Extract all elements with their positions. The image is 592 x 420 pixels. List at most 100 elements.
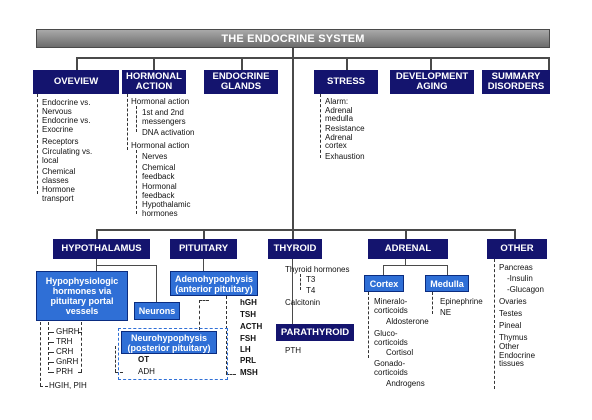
connector bbox=[241, 57, 243, 70]
bracket-line bbox=[78, 372, 82, 373]
connector bbox=[383, 265, 384, 275]
bracket-line bbox=[40, 322, 41, 386]
list-item: DNA activation bbox=[142, 128, 195, 137]
hormonal-action-box: HORMONAL ACTION bbox=[122, 70, 186, 94]
center-trunk bbox=[292, 48, 294, 230]
list-item: NE bbox=[440, 308, 452, 317]
list-item: Aldosterone bbox=[386, 317, 429, 326]
summary-disorders-box: SUMMARY DISORDERS bbox=[482, 70, 550, 94]
list-item: Chemical feedback bbox=[142, 163, 176, 181]
thyroid-box: THYROID bbox=[268, 239, 322, 259]
bracket-line bbox=[48, 362, 54, 363]
hormone-label: ACTH bbox=[240, 322, 263, 331]
hormone-label: HGIH, PIH bbox=[49, 381, 87, 390]
list-item: Epinephrine bbox=[440, 297, 483, 306]
list-item: Ovaries bbox=[499, 297, 527, 306]
connector bbox=[76, 57, 78, 70]
bracket-line bbox=[115, 346, 116, 372]
connector bbox=[292, 259, 293, 324]
connector bbox=[430, 57, 432, 70]
list-item: Exhaustion bbox=[325, 152, 365, 161]
bracket-line bbox=[48, 322, 49, 370]
hormone-label: T4 bbox=[306, 286, 316, 295]
hormone-label: LH bbox=[240, 345, 251, 354]
list-item: Pancreas bbox=[499, 263, 533, 272]
gland-connector-bar bbox=[96, 229, 516, 231]
connector bbox=[96, 229, 98, 239]
list-item: Thymus bbox=[499, 333, 528, 342]
connector bbox=[383, 265, 447, 266]
thyroid-hormones-label: Thyroid hormones bbox=[285, 265, 350, 274]
connector bbox=[156, 265, 157, 302]
connector bbox=[292, 229, 294, 239]
bracket-line bbox=[48, 352, 54, 353]
list-item: Endocrine vs. Nervous bbox=[42, 98, 91, 116]
connector bbox=[203, 259, 204, 271]
bracket-line bbox=[320, 94, 321, 158]
connector bbox=[203, 229, 205, 239]
connector bbox=[96, 265, 156, 266]
bracket-line bbox=[78, 332, 82, 333]
list-item: Resistance Adrenal cortex bbox=[325, 124, 365, 151]
bracket-line bbox=[81, 322, 82, 372]
connector bbox=[447, 265, 448, 275]
list-item: Receptors bbox=[42, 137, 79, 146]
connector bbox=[514, 229, 516, 239]
hypothalamus-box: HYPOTHALAMUS bbox=[53, 239, 150, 259]
stress-box: STRESS bbox=[314, 70, 378, 94]
top-connector-bar bbox=[76, 57, 550, 59]
list-item: Hormone transport bbox=[42, 185, 75, 203]
hormone-label: OT bbox=[138, 355, 150, 364]
calcitonin-label: Calcitonin bbox=[285, 298, 321, 307]
medulla-box: Medulla bbox=[425, 275, 469, 292]
hormone-label: GHRH bbox=[56, 327, 80, 336]
hormone-label: FSH bbox=[240, 334, 256, 343]
bracket-line bbox=[300, 274, 301, 290]
list-item: Hormonal action bbox=[131, 141, 190, 150]
hormone-label: hGH bbox=[240, 298, 257, 307]
neurohypophysis-box: Neurohypophysis (posterior pituitary) bbox=[121, 331, 217, 354]
adenohypophysis-box: Adenohypophysis (anterior pituitary) bbox=[170, 271, 258, 296]
hormone-label: ADH bbox=[138, 367, 155, 376]
list-item: Gluco- corticoids bbox=[374, 329, 408, 347]
list-item: Circulating vs. local bbox=[42, 147, 93, 165]
bracket-line bbox=[199, 300, 209, 301]
list-item: Pineal bbox=[499, 321, 522, 330]
overview-box: OVEVIEW bbox=[33, 70, 119, 94]
cortex-box: Cortex bbox=[364, 275, 404, 292]
bracket-line bbox=[115, 372, 123, 373]
list-item: Testes bbox=[499, 309, 523, 318]
bracket-line bbox=[40, 386, 48, 387]
list-item: -Insulin bbox=[507, 274, 533, 283]
bracket-line bbox=[37, 94, 38, 194]
pituitary-box: PITUITARY bbox=[170, 239, 237, 259]
pth-label: PTH bbox=[285, 346, 301, 355]
hormone-label: PRL bbox=[240, 356, 256, 365]
parathyroid-box: PARATHYROID bbox=[276, 324, 354, 341]
list-item: Alarm: Adrenal medulla bbox=[325, 97, 354, 124]
list-item: Hormonal feedback bbox=[142, 182, 177, 200]
neurohypophysis-frame bbox=[118, 328, 228, 380]
bracket-line bbox=[48, 342, 54, 343]
bracket-line bbox=[48, 332, 54, 333]
bracket-line bbox=[494, 259, 495, 389]
list-item: Other Endocrine tissues bbox=[499, 342, 536, 369]
list-item: Androgens bbox=[386, 379, 425, 388]
connector bbox=[405, 229, 407, 239]
other-box: OTHER bbox=[487, 239, 547, 259]
bracket-line bbox=[48, 372, 54, 373]
bracket-line bbox=[226, 286, 227, 374]
list-item: Hypothalamic hormones bbox=[142, 200, 191, 218]
bracket-line bbox=[136, 150, 137, 214]
list-item: Endocrine vs. Exocrine bbox=[42, 116, 91, 134]
development-aging-box: DEVELOPMENT AGING bbox=[390, 70, 474, 94]
bracket-line bbox=[127, 94, 128, 150]
list-item: Gonado- corticoids bbox=[374, 359, 408, 377]
hormone-label: TRH bbox=[56, 337, 73, 346]
bracket-line bbox=[136, 106, 137, 132]
hormone-label: GnRH bbox=[56, 357, 79, 366]
connector bbox=[346, 57, 348, 70]
list-item: 1st and 2nd messengers bbox=[142, 108, 186, 126]
portal-vessels-box: Hypophysiologic hormones via pituitary p… bbox=[36, 271, 128, 321]
hormone-label: CRH bbox=[56, 347, 74, 356]
